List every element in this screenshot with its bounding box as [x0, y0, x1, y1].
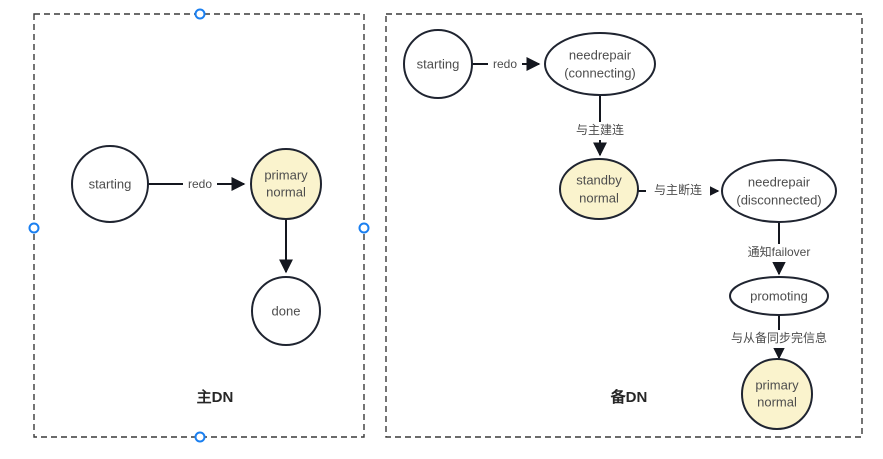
- node-shape[interactable]: [71, 145, 149, 223]
- node-label-line1: needrepair: [748, 174, 811, 189]
- node-shape[interactable]: [544, 32, 656, 96]
- node-shape[interactable]: [403, 29, 473, 99]
- node-s-needrepair-disconnected[interactable]: needrepair (disconnected): [721, 159, 837, 223]
- node-label-line2: (disconnected): [736, 192, 821, 207]
- resize-handle-top[interactable]: [194, 8, 206, 20]
- node-shape[interactable]: [250, 148, 322, 220]
- node-label-line1: primary: [264, 167, 308, 182]
- node-label: done: [272, 303, 301, 318]
- panel-standby-dn[interactable]: redo 与主建连 与主断连 通知failover: [385, 13, 863, 438]
- edge-s-promoting-to-s-primary-normal: 与从备同步完信息: [722, 315, 836, 360]
- edge-label-sync-done-with-secondary: 与从备同步完信息: [731, 330, 827, 345]
- node-s-starting[interactable]: starting: [403, 29, 473, 99]
- node-label-line1: needrepair: [569, 47, 632, 62]
- panel-title-primary-dn: 主DN: [197, 388, 234, 406]
- edge-s-needrepair-connecting-to-s-standby-normal: 与主建连: [568, 95, 632, 157]
- panel-primary-dn[interactable]: redo starting primary normal done: [33, 13, 365, 438]
- node-shape[interactable]: [729, 276, 829, 316]
- panel-primary-dn-border[interactable]: [33, 13, 365, 438]
- resize-handle-bottom[interactable]: [194, 431, 206, 443]
- edge-label-notify-failover: 通知failover: [748, 245, 811, 259]
- edge-p-starting-to-p-primary-normal: redo: [148, 175, 246, 193]
- edge-label-disconnect-from-primary: 与主断连: [654, 182, 702, 197]
- resize-handle-right[interactable]: [358, 222, 370, 234]
- node-s-standby-normal[interactable]: standby normal: [559, 158, 639, 220]
- edge-s-standby-normal-to-s-needrepair-disconnected: 与主断连: [638, 182, 720, 200]
- node-shape[interactable]: [721, 159, 837, 223]
- node-label-line1: standby: [576, 172, 622, 187]
- panel-title-standby-dn: 备DN: [610, 388, 648, 406]
- edge-label-redo: redo: [188, 177, 212, 191]
- node-p-starting[interactable]: starting: [71, 145, 149, 223]
- node-label-line2: normal: [757, 394, 797, 409]
- edge-label-backdrop: [739, 244, 819, 262]
- edge-label-backdrop: [646, 182, 710, 200]
- edge-label-redo: redo: [493, 57, 517, 71]
- node-label: starting: [417, 56, 460, 71]
- node-label: promoting: [750, 288, 808, 303]
- node-p-done[interactable]: done: [251, 276, 321, 346]
- node-label-line2: normal: [266, 184, 306, 199]
- edge-s-starting-to-s-needrepair-connecting: redo: [472, 55, 541, 73]
- edge-label-backdrop: [722, 330, 836, 348]
- node-shape[interactable]: [741, 358, 813, 430]
- node-shape[interactable]: [251, 276, 321, 346]
- edge-label-backdrop: [488, 55, 522, 73]
- node-s-primary-normal[interactable]: primary normal: [741, 358, 813, 430]
- edge-label-backdrop: [568, 122, 632, 140]
- edge-s-needrepair-disconnected-to-s-promoting: 通知failover: [739, 222, 819, 276]
- node-s-needrepair-connecting[interactable]: needrepair (connecting): [544, 32, 656, 96]
- node-shape[interactable]: [559, 158, 639, 220]
- selection-handles[interactable]: [28, 8, 370, 443]
- edge-label-backdrop: [183, 175, 217, 193]
- node-label-line2: normal: [579, 190, 619, 205]
- node-label-line2: (connecting): [564, 65, 636, 80]
- resize-handle-left[interactable]: [28, 222, 40, 234]
- edge-label-connect-to-primary: 与主建连: [576, 122, 624, 137]
- node-label-line1: primary: [755, 377, 799, 392]
- node-label: starting: [89, 176, 132, 191]
- node-s-promoting[interactable]: promoting: [729, 276, 829, 316]
- node-p-primary-normal[interactable]: primary normal: [250, 148, 322, 220]
